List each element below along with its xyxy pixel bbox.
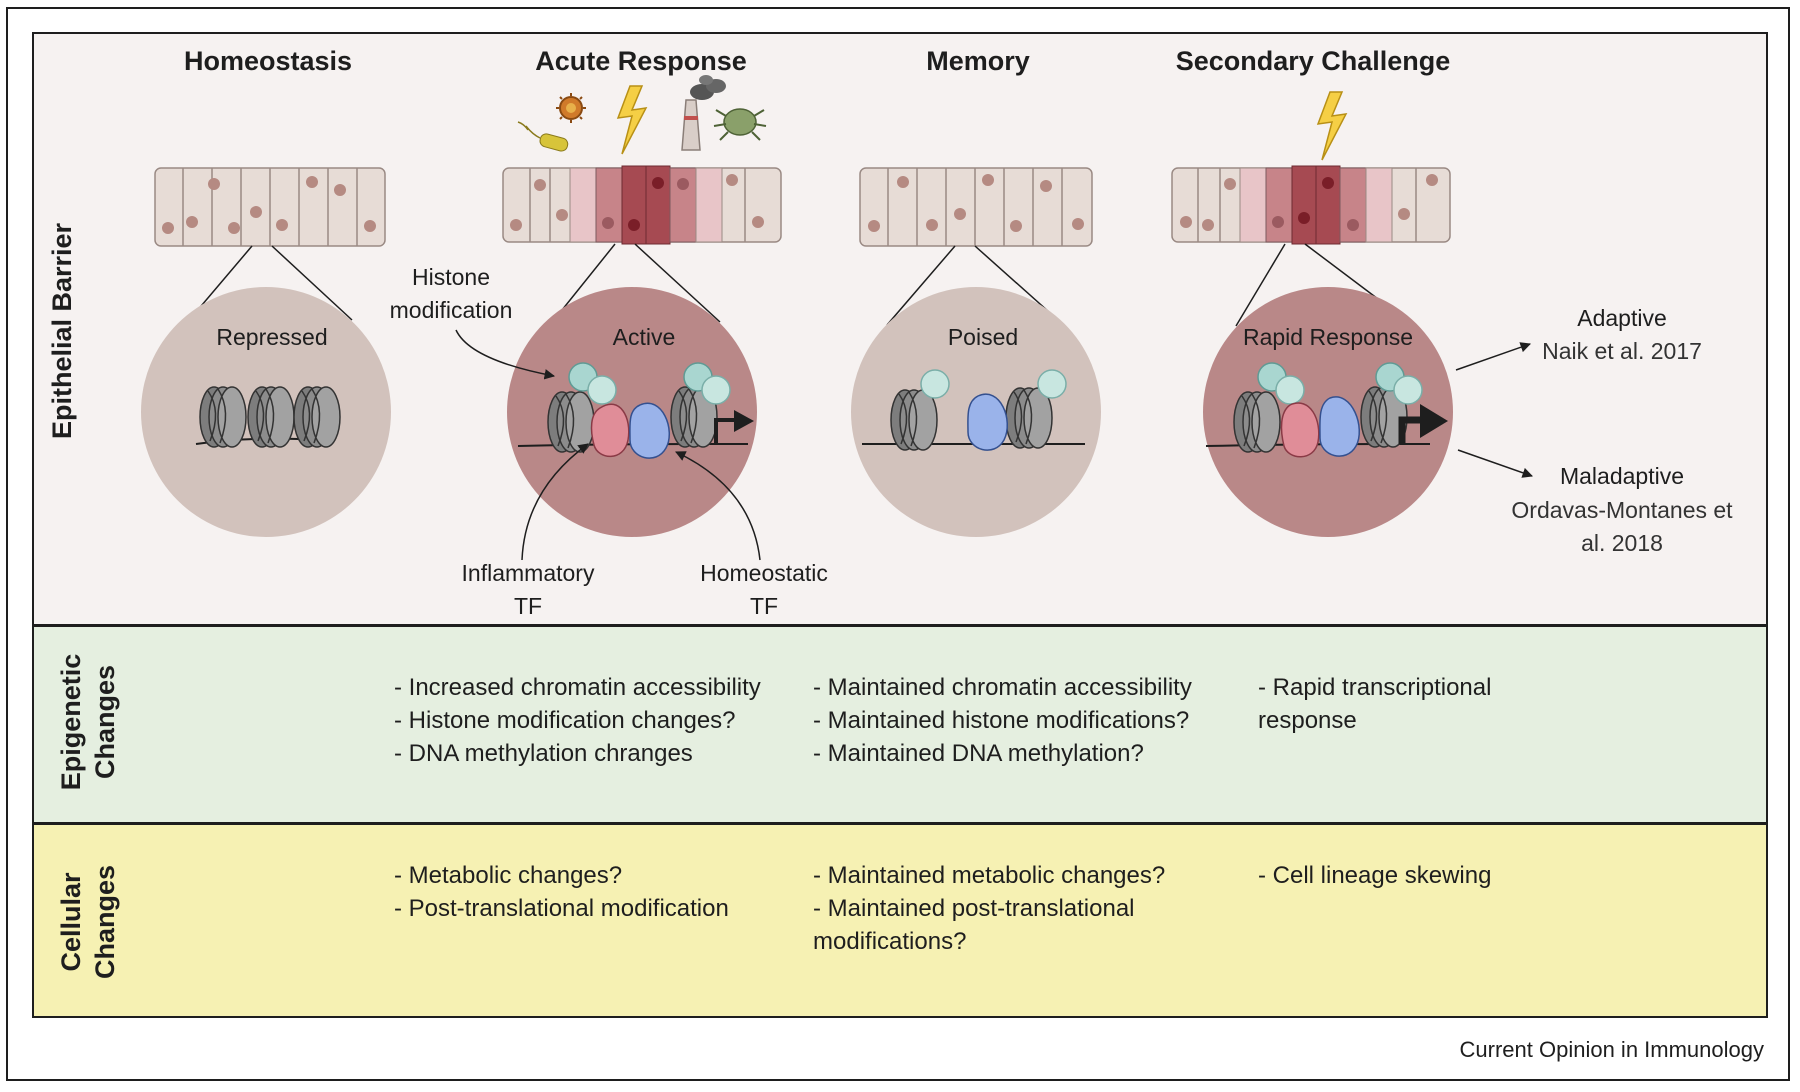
list-item: - Maintained DNA methylation? <box>813 740 1144 767</box>
column-title-secondary-challenge: Secondary Challenge <box>1175 46 1451 76</box>
list-item: - Maintained post-translational <box>813 895 1135 922</box>
list-item: - Post-translational modification <box>394 895 729 922</box>
epigenetic-secondary-list: - Rapid transcriptional response <box>1258 671 1491 737</box>
list-item: - Cell lineage skewing <box>1258 862 1492 889</box>
epithelium-secondary <box>1171 165 1451 245</box>
panel-border <box>32 32 1768 1018</box>
row-label-epithelial-barrier: Epithelial Barrier <box>47 222 77 440</box>
cellular-memory-list: - Maintained metabolic changes? - Mainta… <box>813 859 1165 958</box>
epithelium-homeostasis <box>154 167 386 247</box>
column-title-acute-response: Acute Response <box>535 46 747 76</box>
list-item: - Maintained metabolic changes? <box>813 862 1166 889</box>
list-item: - Metabolic changes? <box>394 862 623 889</box>
lightning-icon <box>616 85 648 155</box>
lightning-icon <box>1316 91 1348 161</box>
outcome-adaptive-title: Adaptive <box>1577 305 1667 331</box>
column-title-homeostasis: Homeostasis <box>183 46 353 76</box>
journal-credit: Current Opinion in Immunology <box>1459 1037 1764 1062</box>
column-title-memory: Memory <box>926 46 1030 76</box>
chromatin-rapid-response <box>1205 362 1448 458</box>
chromatin-poised <box>862 369 1085 451</box>
dust-mite-icon <box>713 108 767 141</box>
chromatin-active <box>517 362 754 459</box>
list-item: response <box>1258 707 1357 734</box>
list-item: - Maintained chromatin accessibility <box>813 674 1192 701</box>
epithelium-acute <box>502 165 782 245</box>
cellular-acute-list: - Metabolic changes? - Post-translationa… <box>394 859 729 925</box>
nucleus-label-active: Active <box>612 324 676 350</box>
bacterium-icon <box>517 121 569 152</box>
nucleus-label-rapid-response: Rapid Response <box>1242 324 1414 350</box>
zoom-lines <box>184 243 1391 327</box>
figure-frame <box>6 7 1790 1081</box>
epithelium-memory <box>859 167 1093 247</box>
list-item: - DNA methylation chranges <box>394 740 693 767</box>
homeostatic-tf-shape <box>629 402 670 459</box>
epigenetic-memory-list: - Maintained chromatin accessibility - M… <box>813 671 1192 770</box>
epigenetic-acute-list: - Increased chromatin accessibility - Hi… <box>394 671 761 770</box>
outcome-adaptive-reference: Naik et al. 2017 <box>1542 338 1702 364</box>
cellular-secondary-list: - Cell lineage skewing <box>1258 859 1491 892</box>
list-item: - Histone modification changes? <box>394 707 736 734</box>
list-item: - Maintained histone modifications? <box>813 707 1190 734</box>
annotation-arrows <box>455 329 1533 561</box>
virus-icon <box>556 93 586 123</box>
outcome-maladaptive-title: Maladaptive <box>1559 463 1685 489</box>
list-item: modifications? <box>813 928 967 955</box>
cellular-changes-band <box>34 825 1766 1016</box>
list-item: - Rapid transcriptional <box>1258 674 1492 701</box>
list-item: - Increased chromatin accessibility <box>394 674 761 701</box>
epigenetic-changes-band <box>34 627 1766 825</box>
inflammatory-tf-shape <box>590 403 630 458</box>
chromatin-repressed <box>195 386 341 448</box>
nucleus-label-repressed: Repressed <box>216 324 328 350</box>
factory-icon <box>681 75 726 151</box>
nucleus-label-poised: Poised <box>947 324 1019 350</box>
